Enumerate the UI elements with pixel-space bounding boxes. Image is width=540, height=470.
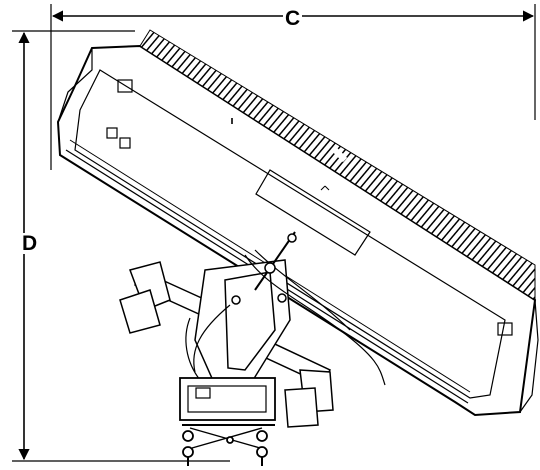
dimension-c-label: C xyxy=(283,7,303,30)
attach-plate xyxy=(179,377,276,466)
mount-frame xyxy=(119,231,386,428)
dimension-d-label: D xyxy=(20,232,40,255)
broom-housing xyxy=(56,29,539,417)
